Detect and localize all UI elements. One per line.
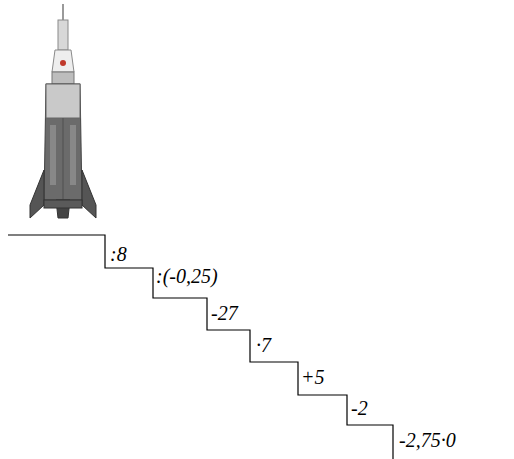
step-operation: ·7 bbox=[256, 335, 271, 355]
step-operation: :(-0,25) bbox=[156, 266, 218, 286]
step-operation: -2 bbox=[351, 398, 368, 418]
step-operation: :8 bbox=[110, 244, 127, 264]
step-operation: -27 bbox=[211, 303, 238, 323]
staircase bbox=[8, 235, 393, 459]
rocket-illustration bbox=[30, 4, 96, 218]
step-operation: -2,75·0 bbox=[399, 430, 456, 450]
step-operation: +5 bbox=[301, 367, 325, 387]
